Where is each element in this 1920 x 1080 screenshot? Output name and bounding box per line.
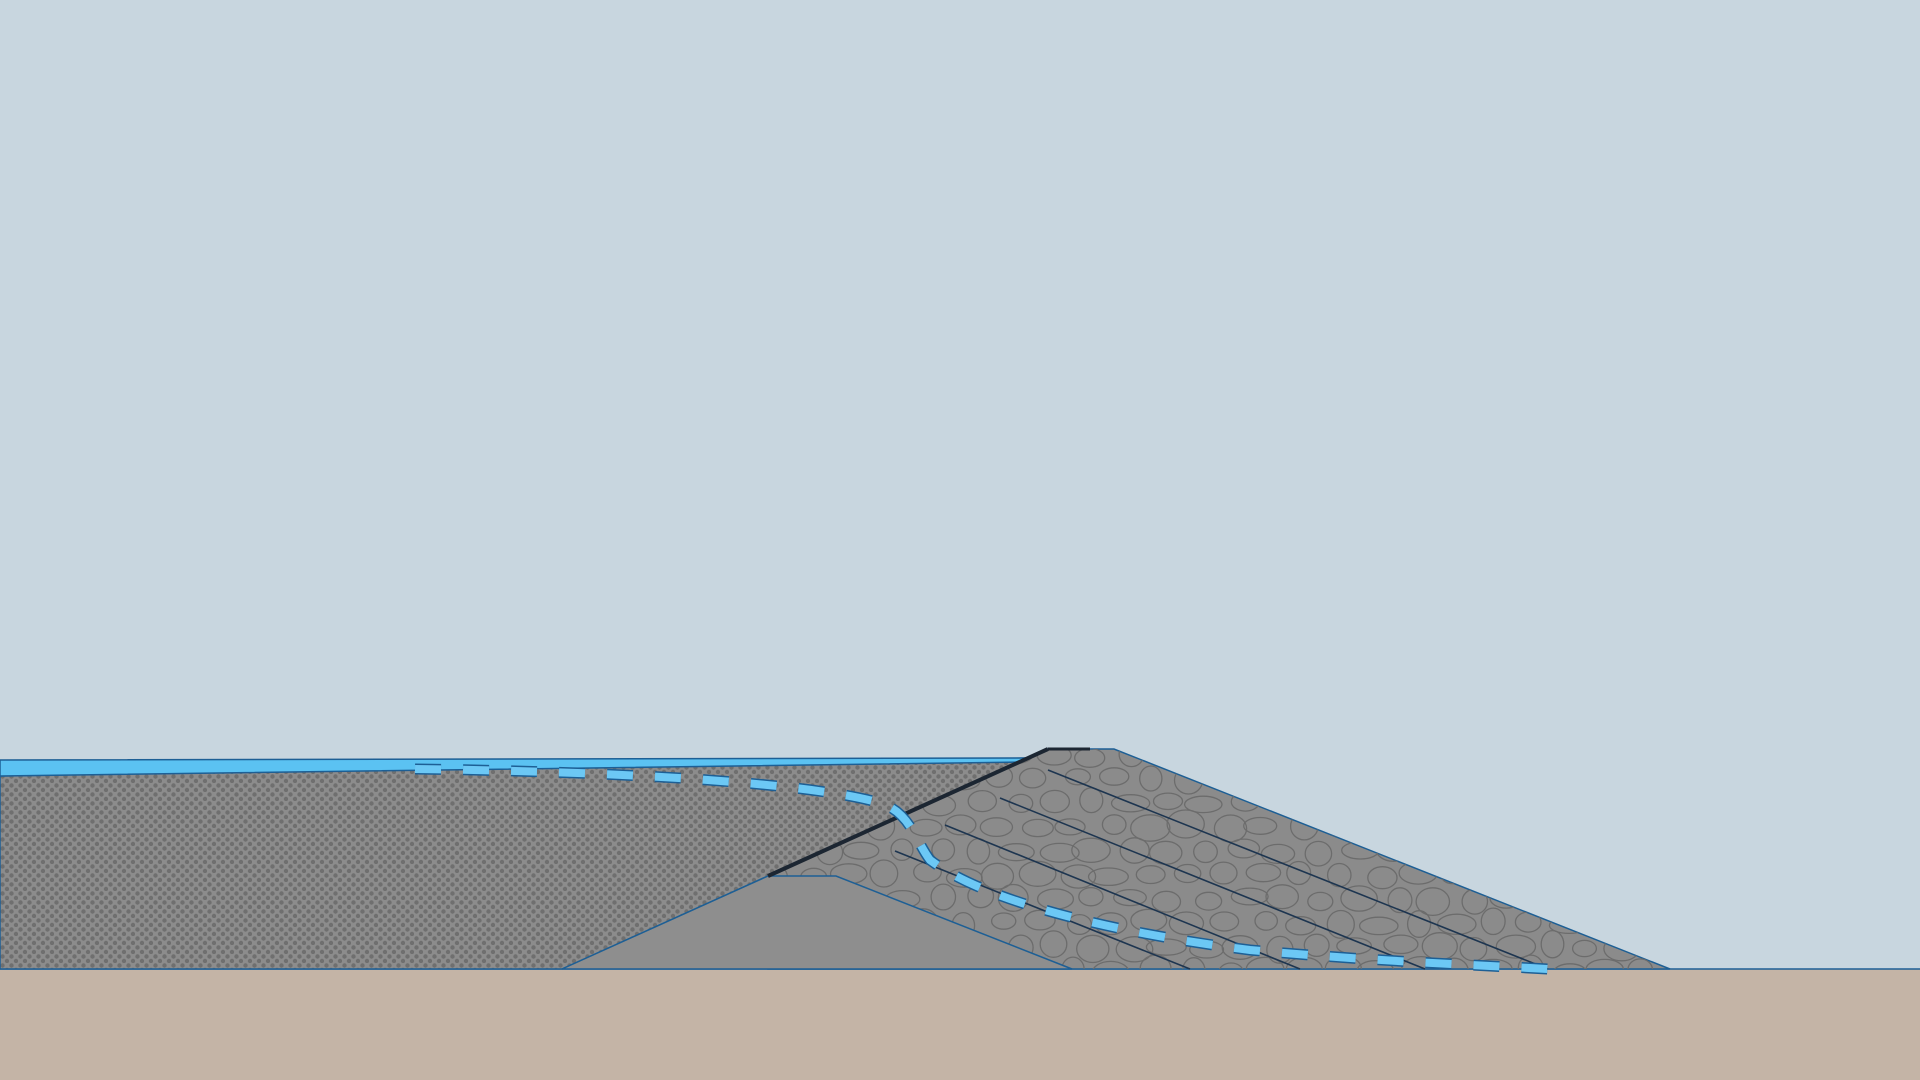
cobble-stone xyxy=(1076,934,1110,964)
cobble-stone xyxy=(930,883,957,911)
cobble-stone xyxy=(1209,911,1240,932)
cobble-stone xyxy=(1115,936,1154,963)
cobble-stone xyxy=(1367,866,1398,890)
cobble-stone xyxy=(1194,891,1223,911)
cobble-stone xyxy=(1356,960,1395,969)
cobble-stone xyxy=(1145,938,1187,956)
raise-boundary-lines xyxy=(894,769,1549,970)
cobble-stone xyxy=(1480,907,1506,936)
cobble-stone xyxy=(1074,749,1106,768)
upstream-liner xyxy=(767,747,1049,878)
foundation-ground xyxy=(0,969,1920,1080)
cobble-stone xyxy=(1087,867,1129,887)
cobble-stone xyxy=(1060,864,1097,889)
cobble-stone xyxy=(1061,956,1085,969)
cobble-stone xyxy=(931,838,956,862)
cobble-stone xyxy=(1243,816,1278,835)
cobble-stone xyxy=(1166,809,1205,839)
cobble-stone xyxy=(1018,767,1047,789)
cobble-stone xyxy=(1260,843,1296,865)
cobble-stone xyxy=(1098,767,1130,786)
cobble-stone xyxy=(1168,911,1205,936)
cobble-stone xyxy=(997,843,1035,862)
cobble-stone xyxy=(1387,887,1413,914)
cobble-stone xyxy=(1326,909,1355,939)
cobble-stone xyxy=(1193,840,1218,864)
cobble-stone xyxy=(1415,887,1451,917)
cobble-stone xyxy=(1024,909,1056,931)
cobble-stone xyxy=(1021,818,1054,838)
cobble-stone xyxy=(890,838,914,862)
cobble-stone xyxy=(1091,960,1130,969)
cobble-stone xyxy=(1039,930,1068,958)
cobble-stone xyxy=(1039,842,1080,863)
cobble-stone xyxy=(990,912,1017,930)
cobble-stone xyxy=(1078,886,1104,907)
cobble-stone xyxy=(1110,794,1151,813)
cobble-stone xyxy=(1113,888,1147,907)
cobble-stone xyxy=(1627,958,1654,969)
cobble-stone xyxy=(1066,913,1093,936)
cobble-stone xyxy=(1101,814,1127,836)
cobble-stone xyxy=(1540,929,1565,959)
cobble-stone xyxy=(1585,958,1624,969)
cobble-stone xyxy=(1459,936,1488,962)
cobble-stone xyxy=(1286,860,1312,886)
cobble-stone xyxy=(869,859,899,888)
cobble-stone xyxy=(1230,887,1269,906)
cobble-stone xyxy=(1218,962,1245,969)
cobble-stone xyxy=(1130,814,1171,842)
cobble-stone xyxy=(1303,933,1330,958)
cobble-stone xyxy=(1039,789,1071,814)
cobble-stone xyxy=(1340,885,1378,912)
cobble-stone xyxy=(1227,838,1261,859)
cobble-stone xyxy=(1135,865,1166,885)
cobble-stone xyxy=(967,789,998,813)
cobble-stone xyxy=(1495,934,1537,959)
cobble-stone xyxy=(1139,765,1163,792)
cobble-stone xyxy=(909,818,943,837)
cobble-stone xyxy=(1245,956,1285,969)
cobble-stone xyxy=(1173,863,1202,884)
cobble-stone xyxy=(1304,840,1333,867)
cobble-stone xyxy=(1181,957,1206,969)
cobble-stone xyxy=(1245,862,1282,883)
cobble-stone xyxy=(1439,957,1469,969)
cobble-stone xyxy=(1209,861,1238,885)
cobble-stone xyxy=(1254,910,1279,931)
cobble-stone xyxy=(1018,860,1057,887)
cobble-stone xyxy=(1183,795,1223,814)
cobble-stone xyxy=(1571,939,1598,958)
cobble-stone xyxy=(1152,792,1184,811)
cobble-stone xyxy=(1307,891,1334,912)
cobble-stone xyxy=(979,817,1014,838)
cobble-stone xyxy=(1401,955,1442,969)
cobble-stone xyxy=(1071,837,1111,864)
starter-dam xyxy=(561,875,1073,970)
cobble-stone xyxy=(1008,793,1034,814)
cobble-stone xyxy=(1553,963,1587,969)
cobble-stone xyxy=(997,883,1029,912)
cobble-stone xyxy=(842,841,880,860)
cobble-stone xyxy=(1265,884,1300,910)
cobble-stone xyxy=(1406,910,1432,938)
cobble-stone xyxy=(1054,818,1086,836)
cobble-stone xyxy=(1151,890,1182,913)
cobble-stone xyxy=(980,862,1015,890)
cobble-stone xyxy=(1383,934,1419,955)
cobble-stone xyxy=(1358,916,1399,936)
